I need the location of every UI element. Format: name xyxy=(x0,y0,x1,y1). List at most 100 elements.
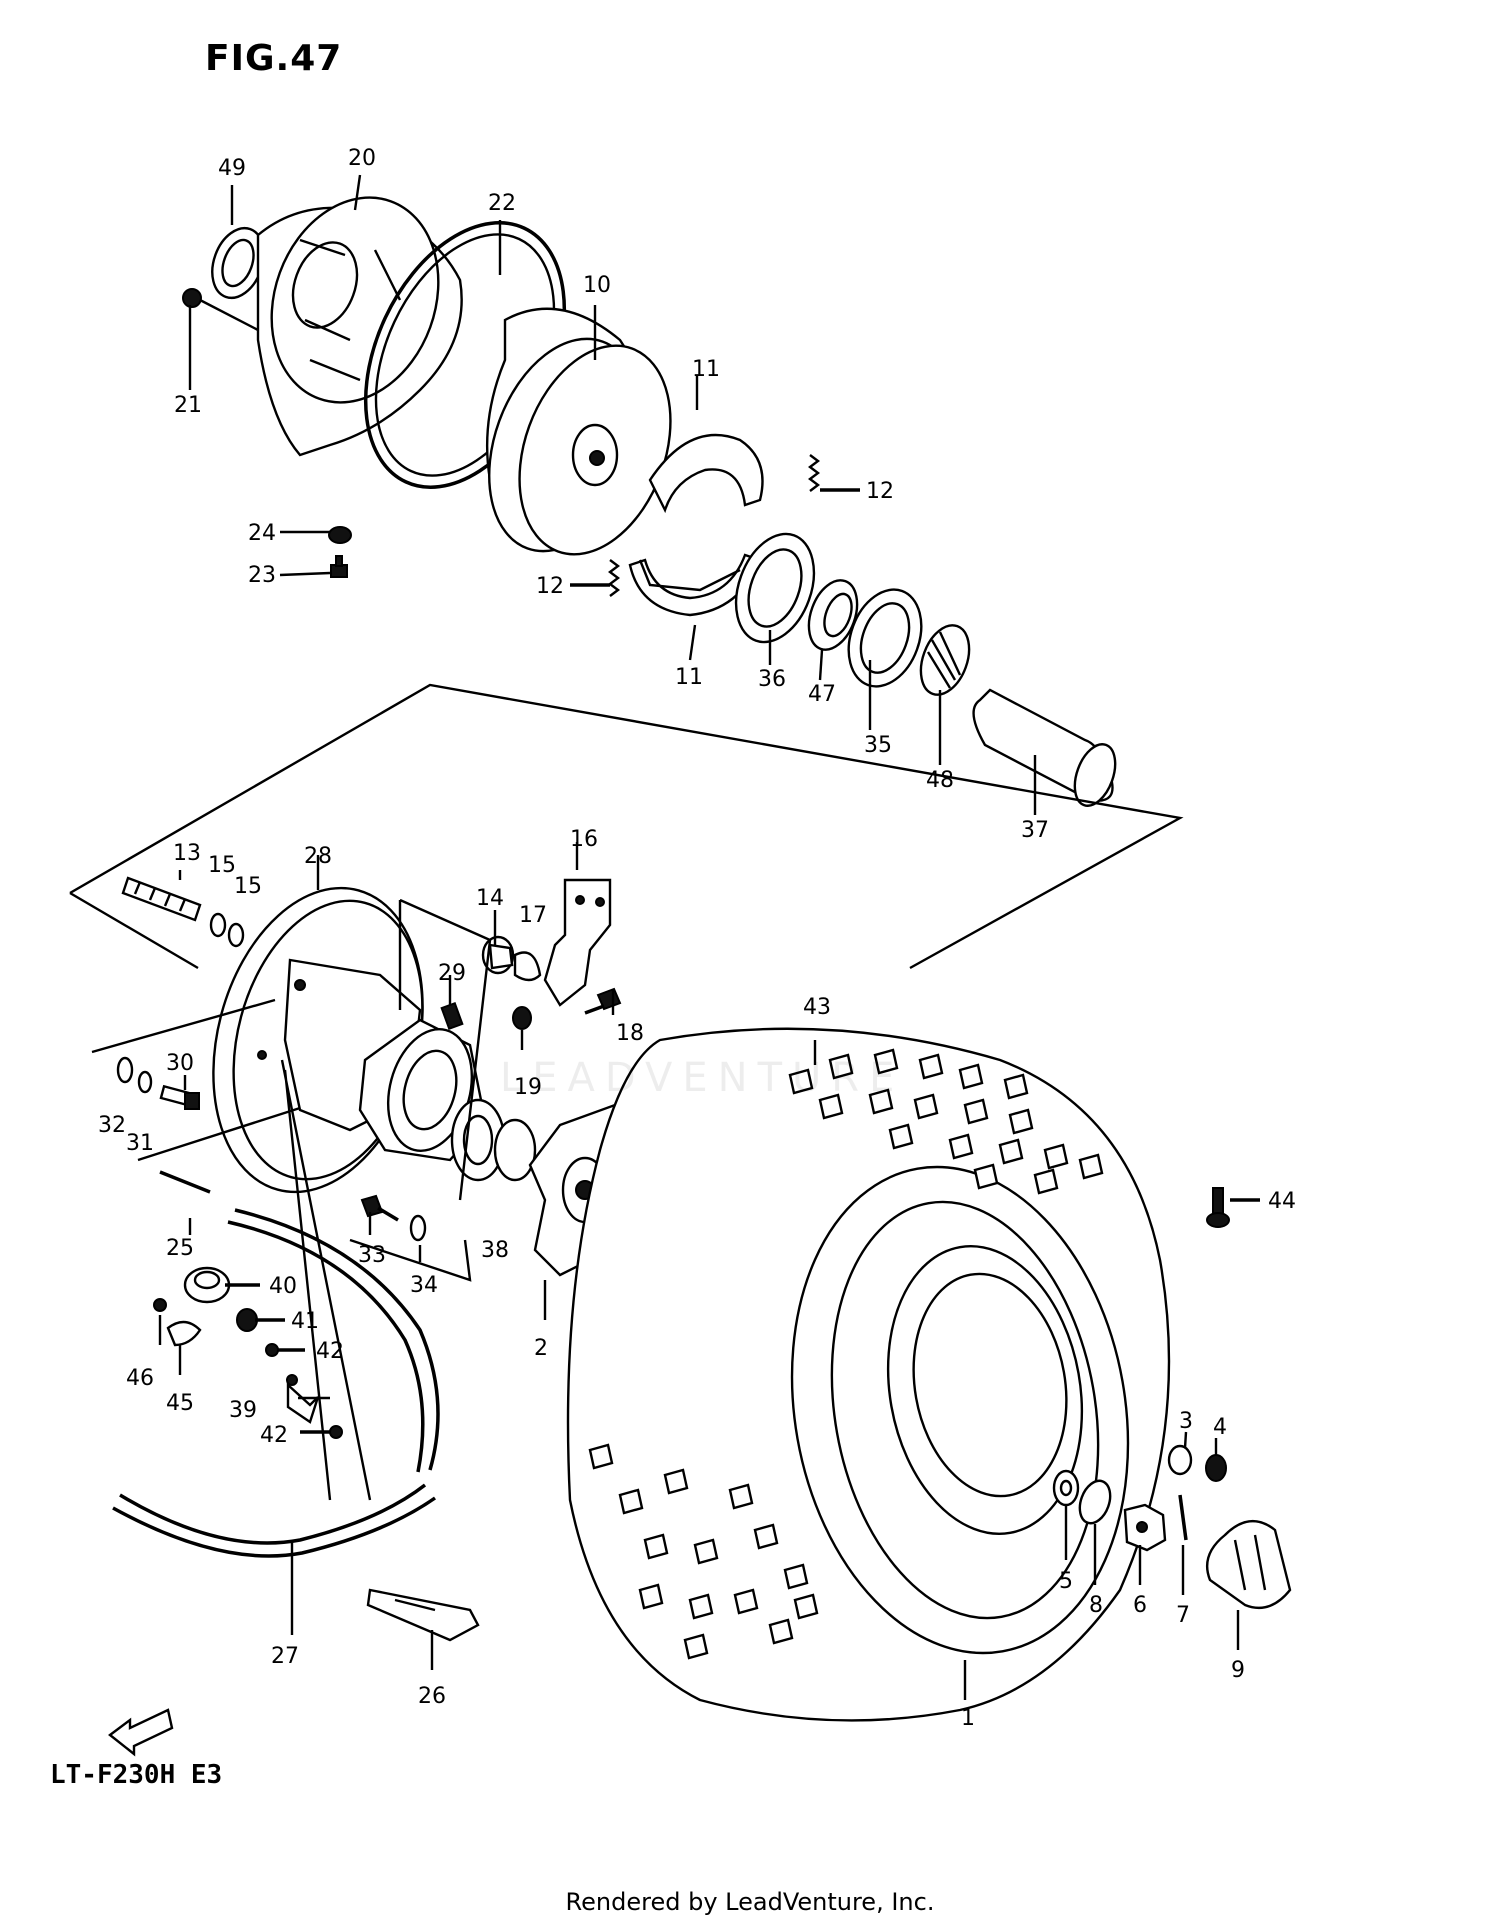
part-27-brake-cable[interactable] xyxy=(112,1208,440,1558)
part-6-castle-nut[interactable] xyxy=(1123,1503,1167,1552)
label-41: 41 xyxy=(291,1309,319,1334)
part-42-ball-a[interactable] xyxy=(265,1343,279,1357)
label-8: 8 xyxy=(1089,1593,1103,1618)
part-32-washer[interactable] xyxy=(116,1056,134,1084)
figure-title: FIG.47 xyxy=(205,38,343,79)
part-19-nut[interactable] xyxy=(512,1006,532,1030)
footer-credit: Rendered by LeadVenture, Inc. xyxy=(565,1888,935,1916)
label-4: 4 xyxy=(1213,1415,1227,1440)
part-12-spring-lower[interactable] xyxy=(608,559,620,597)
part-41-nut[interactable] xyxy=(236,1308,258,1332)
part-48-needle-bearing[interactable] xyxy=(912,619,978,702)
part-16-bracket[interactable] xyxy=(543,878,612,1007)
part-36-oil-seal[interactable] xyxy=(722,523,828,653)
label-49: 49 xyxy=(218,156,246,181)
leader-lines xyxy=(158,174,1260,1700)
label-31: 31 xyxy=(126,1131,154,1156)
part-35-bearing[interactable] xyxy=(836,579,934,696)
label-26: 26 xyxy=(418,1684,446,1709)
part-44-valve[interactable] xyxy=(1206,1187,1230,1228)
part-15-washer-b[interactable] xyxy=(227,922,245,948)
watermark: LEADVENTURE xyxy=(500,1055,905,1101)
label-14: 14 xyxy=(476,886,504,911)
part-40-boot[interactable] xyxy=(183,1266,231,1304)
label-16: 16 xyxy=(570,827,598,852)
label-34: 34 xyxy=(410,1273,438,1298)
forward-arrow-icon xyxy=(108,1708,174,1757)
part-39-joint[interactable] xyxy=(286,1374,320,1424)
label-28: 28 xyxy=(304,844,332,869)
label-18: 18 xyxy=(616,1021,644,1046)
label-15-b: 15 xyxy=(234,874,262,899)
label-30: 30 xyxy=(166,1051,194,1076)
label-23: 23 xyxy=(248,563,276,588)
label-39: 39 xyxy=(229,1398,257,1423)
tread-lugs xyxy=(588,1048,1104,1660)
part-23-bolt[interactable] xyxy=(330,555,348,578)
label-12-bottom: 12 xyxy=(536,574,564,599)
part-46-nut[interactable] xyxy=(153,1298,167,1312)
part-8-washer[interactable] xyxy=(1074,1477,1115,1528)
part-20-brake-panel[interactable] xyxy=(244,174,466,457)
part-5-spacer[interactable] xyxy=(1052,1469,1080,1507)
label-20: 20 xyxy=(348,146,376,171)
part-4-nut[interactable] xyxy=(1205,1454,1227,1482)
part-34-washer[interactable] xyxy=(409,1214,427,1242)
part-42-ball-b[interactable] xyxy=(329,1425,343,1439)
label-7: 7 xyxy=(1176,1603,1190,1628)
part-49-oil-seal[interactable] xyxy=(203,221,273,305)
part-10-brake-drum[interactable] xyxy=(462,307,698,576)
label-13: 13 xyxy=(173,841,201,866)
label-22: 22 xyxy=(488,191,516,216)
part-37-sleeve[interactable] xyxy=(972,688,1123,811)
part-30-bolt[interactable] xyxy=(159,1084,200,1110)
label-15-a: 15 xyxy=(208,853,236,878)
label-17: 17 xyxy=(519,903,547,928)
label-6: 6 xyxy=(1133,1593,1147,1618)
part-26-clamp[interactable] xyxy=(366,1588,480,1642)
label-24: 24 xyxy=(248,521,276,546)
part-13-bolt[interactable] xyxy=(121,876,202,922)
model-code: LT-F230H E3 xyxy=(50,1760,223,1790)
part-9-hub-cap[interactable] xyxy=(1205,1520,1292,1610)
part-15-washer-a[interactable] xyxy=(209,912,227,938)
label-2: 2 xyxy=(534,1336,548,1361)
label-48: 48 xyxy=(926,768,954,793)
part-24-nut[interactable] xyxy=(328,526,352,544)
part-12-spring-upper[interactable] xyxy=(808,454,820,492)
label-36: 36 xyxy=(758,667,786,692)
label-38: 38 xyxy=(481,1238,509,1263)
label-42-b: 42 xyxy=(260,1423,288,1448)
label-33: 33 xyxy=(358,1243,386,1268)
label-5: 5 xyxy=(1059,1569,1073,1594)
part-43-tire[interactable] xyxy=(566,1027,1171,1722)
label-3: 3 xyxy=(1179,1409,1193,1434)
label-45: 45 xyxy=(166,1391,194,1416)
part-11-brake-shoe-upper[interactable] xyxy=(648,433,764,514)
label-40: 40 xyxy=(269,1274,297,1299)
label-21: 21 xyxy=(174,393,202,418)
label-11-bottom: 11 xyxy=(675,665,703,690)
part-21-nut[interactable] xyxy=(182,288,259,332)
label-46: 46 xyxy=(126,1366,154,1391)
label-47: 47 xyxy=(808,682,836,707)
part-33-bolt[interactable] xyxy=(360,1194,399,1222)
part-29-nipple[interactable] xyxy=(440,1001,464,1031)
label-32: 32 xyxy=(98,1113,126,1138)
part-25-stud[interactable] xyxy=(159,1170,211,1194)
label-11-top: 11 xyxy=(692,357,720,382)
label-35: 35 xyxy=(864,733,892,758)
part-7-cotter-pin[interactable] xyxy=(1178,1494,1188,1541)
leader-lines-lower-left xyxy=(91,898,492,1501)
part-17-seal[interactable] xyxy=(513,951,542,982)
part-45-cotter[interactable] xyxy=(166,1320,202,1347)
label-19: 19 xyxy=(514,1075,542,1100)
part-3-washer[interactable] xyxy=(1167,1444,1193,1476)
part-31-washer[interactable] xyxy=(137,1070,153,1094)
label-9: 9 xyxy=(1231,1658,1245,1683)
label-27: 27 xyxy=(271,1644,299,1669)
label-42-a: 42 xyxy=(316,1339,344,1364)
label-43: 43 xyxy=(803,995,831,1020)
part-18-bolt[interactable] xyxy=(584,987,622,1015)
label-10: 10 xyxy=(583,273,611,298)
